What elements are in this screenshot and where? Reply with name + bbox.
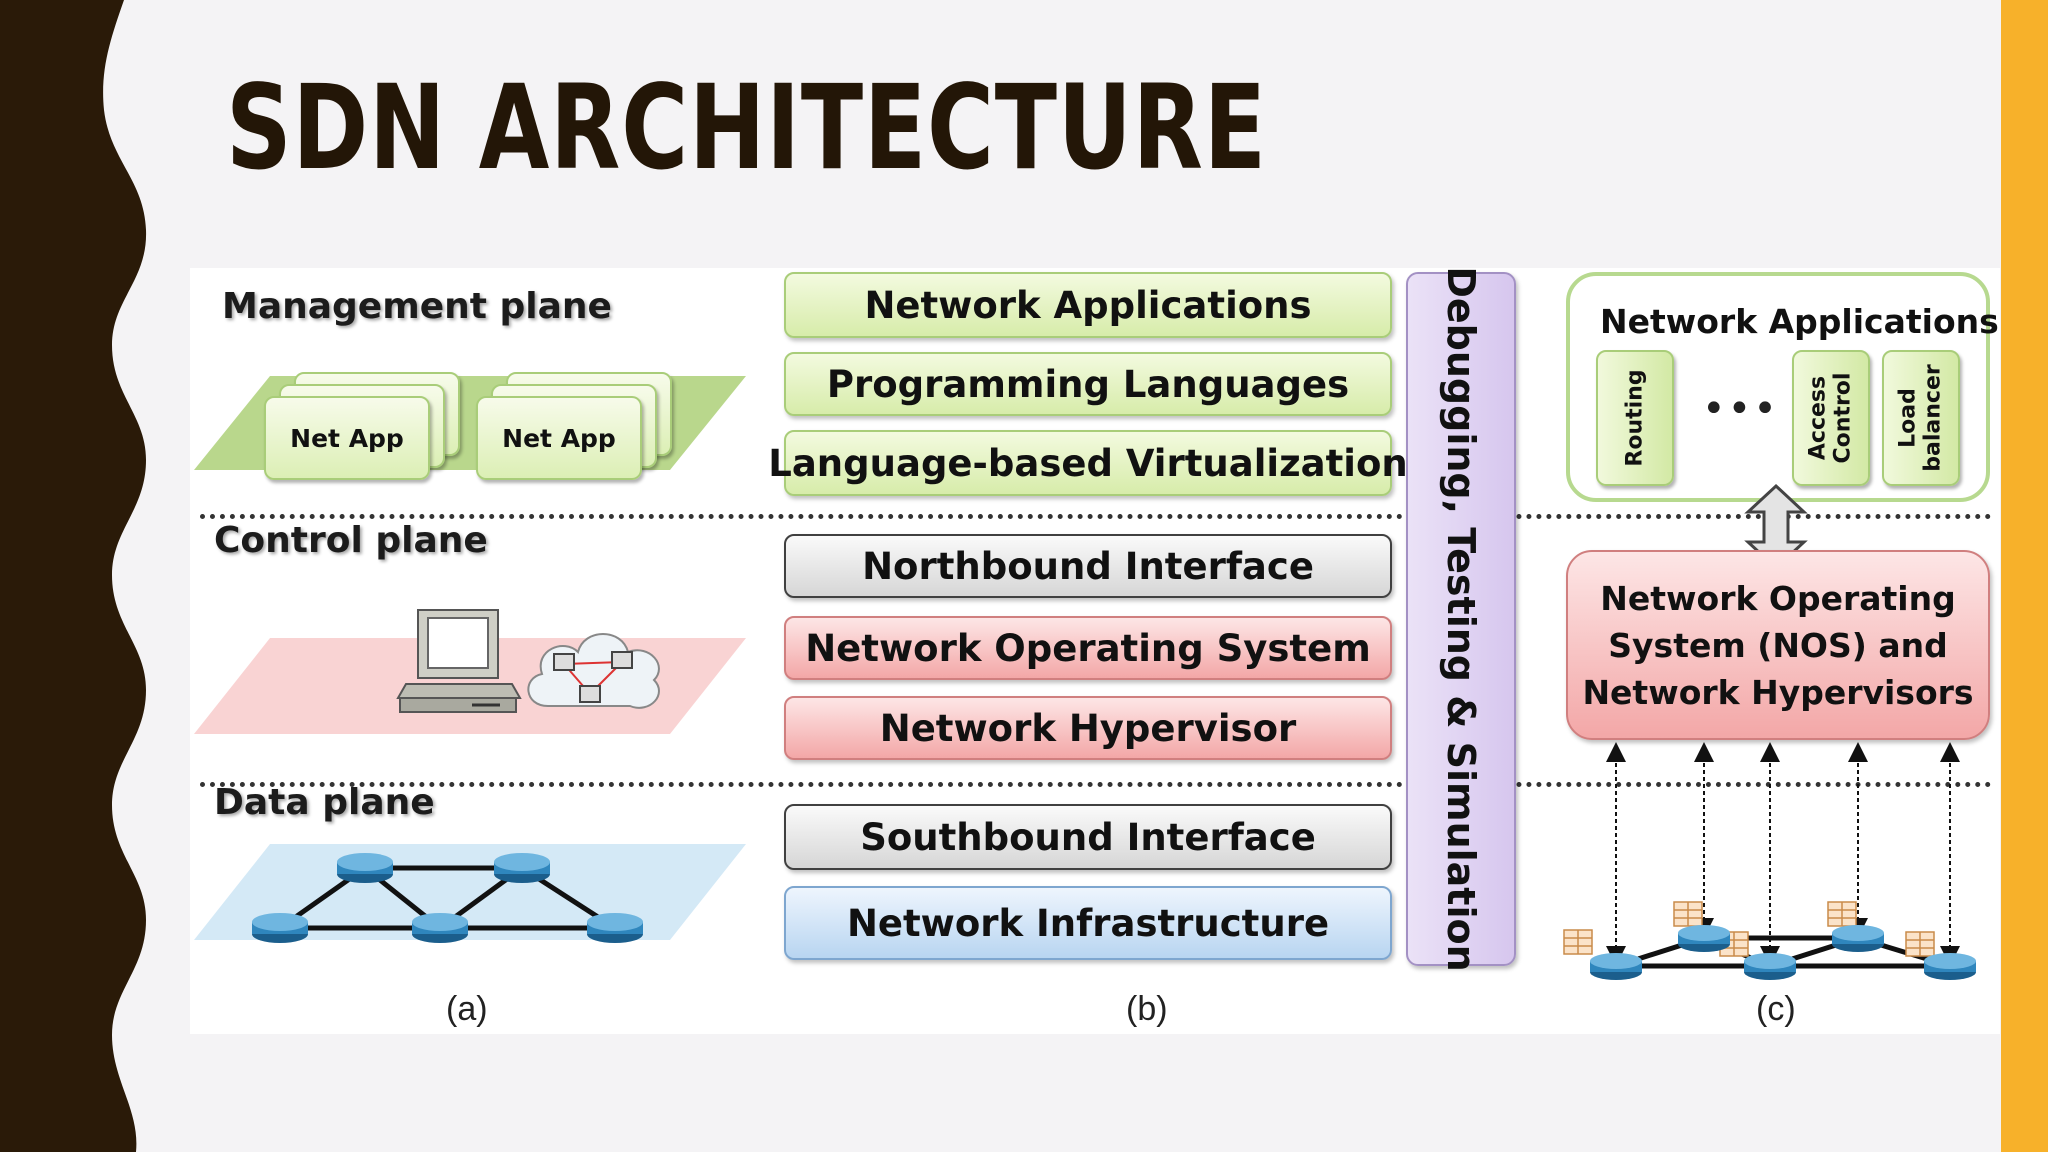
switch-icon [252, 853, 643, 943]
switch-icon [1590, 925, 1976, 980]
ellipsis-dots: ••• [1702, 386, 1779, 432]
layer-language-based-virtualization: Language-based Virtualization [768, 430, 1408, 496]
net-app-card-label: Net App [502, 423, 616, 453]
divider-management-control [200, 514, 1992, 519]
caption-b: (b) [1126, 990, 1168, 1028]
app-chip-load-balancer-label: Load balancer [1895, 364, 1946, 472]
right-accent-band [2001, 0, 2048, 1152]
debugging-testing-simulation-bar: Debugging, Testing & Simulation [1406, 268, 1516, 972]
nos-line-1: Network Operating [1600, 578, 1956, 618]
caption-a: (a) [446, 990, 488, 1028]
management-plane-label: Management plane [222, 286, 612, 327]
layer-southbound-interface: Southbound Interface [784, 804, 1392, 870]
nos-line-3: Network Hypervisors [1582, 672, 1974, 712]
network-applications-title: Network Applications [1600, 302, 1999, 341]
divider-control-data [200, 782, 1992, 787]
nos-line-2: System (NOS) and [1608, 625, 1948, 665]
network-applications-box: Network Applications Routing ••• Access … [1566, 272, 1999, 502]
debugging-testing-simulation-label: Debugging, Testing & Simulation [1439, 268, 1483, 972]
slide-title: SDN ARCHITECTURE [226, 59, 1267, 196]
net-app-card-label: Net App [290, 423, 404, 453]
layer-network-infrastructure: Network Infrastructure [784, 886, 1392, 960]
data-plane-label: Data plane [214, 782, 435, 823]
app-chip-load-balancer: Load balancer [1882, 350, 1960, 486]
app-chip-routing: Routing [1596, 350, 1674, 486]
panel-c-network-topology [1563, 742, 1976, 980]
layer-network-applications: Network Applications [784, 272, 1392, 338]
nos-and-hypervisors-box: Network Operating System (NOS) and Netwo… [1566, 550, 1990, 740]
layer-network-operating-system: Network Operating System [784, 616, 1392, 680]
app-chip-access-control: Access Control [1792, 350, 1870, 486]
layer-network-hypervisor: Network Hypervisor [784, 696, 1392, 760]
data-plane-network-topology [252, 853, 643, 943]
computer-icon [396, 609, 522, 713]
layer-northbound-interface: Northbound Interface [784, 534, 1392, 598]
control-plane-label: Control plane [214, 520, 488, 561]
sdn-figure: Management plane Control plane Data plan… [190, 268, 2000, 1034]
left-decorative-band [0, 0, 147, 1152]
layer-programming-languages: Programming Languages [784, 352, 1392, 416]
app-chip-access-control-label: Access Control [1805, 372, 1856, 464]
app-chip-routing-label: Routing [1622, 369, 1648, 467]
cloud-network-icon [527, 633, 660, 709]
caption-c: (c) [1756, 990, 1796, 1028]
